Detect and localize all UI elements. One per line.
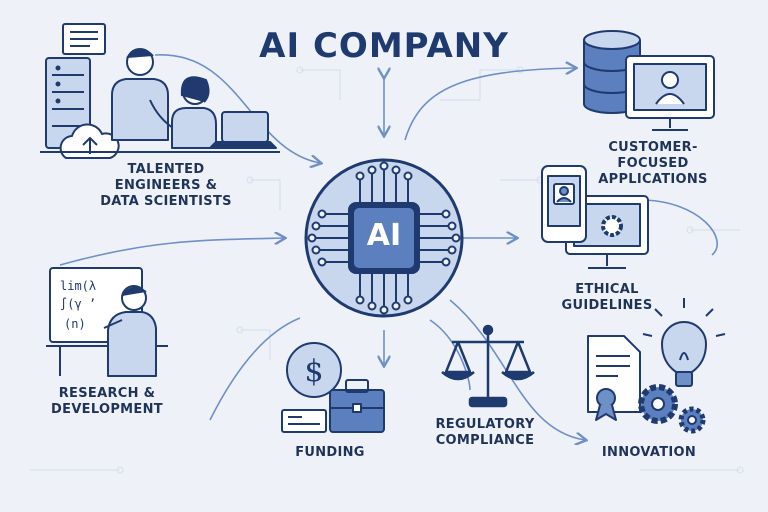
label-ethical-line-2: GUIDELINES xyxy=(561,298,653,313)
cash-icon xyxy=(281,409,327,433)
label-engineers-line-2: ENGINEERS & xyxy=(114,178,218,193)
person-researcher xyxy=(103,285,157,377)
arrow-engineers xyxy=(154,54,320,163)
innovation-illustration xyxy=(587,298,726,434)
laptop-icon xyxy=(209,111,277,149)
whiteboard-line-2: ∫(γ ʼ xyxy=(60,297,96,311)
monitor-profile-icon xyxy=(625,55,715,131)
line-regulatory xyxy=(429,319,471,391)
engineers-illustration xyxy=(40,23,280,159)
whiteboard-line-1: lim(λ xyxy=(60,279,96,293)
customer-illustration xyxy=(583,30,715,131)
research-illustration xyxy=(46,267,168,377)
label-research: RESEARCH & DEVELOPMENT xyxy=(32,386,182,418)
label-innovation: INNOVATION xyxy=(584,445,714,461)
label-regulatory: REGULATORY COMPLIANCE xyxy=(420,417,550,449)
label-regulatory-line-2: COMPLIANCE xyxy=(435,433,535,448)
arrow-customer xyxy=(404,68,575,141)
label-customer-line-1: CUSTOMER- xyxy=(608,140,698,155)
label-research-line-1: RESEARCH & xyxy=(58,386,156,401)
label-customer-line-3: APPLICATIONS xyxy=(598,172,708,187)
ai-chip-pins xyxy=(307,161,461,315)
label-customer: CUSTOMER- FOCUSED APPLICATIONS xyxy=(588,140,718,188)
coin-icon xyxy=(286,342,342,398)
ai-chip-label: AI xyxy=(366,218,402,253)
scale-icon xyxy=(441,324,535,408)
funding-symbol: $ xyxy=(304,354,323,389)
label-ethical-line-1: ETHICAL xyxy=(575,282,639,297)
label-research-line-2: DEVELOPMENT xyxy=(51,402,163,417)
label-engineers-line-1: TALENTED xyxy=(127,162,205,177)
arrow-innovation xyxy=(449,299,585,440)
whiteboard-line-3: (n) xyxy=(64,317,86,331)
label-engineers: TALENTED ENGINEERS & DATA SCIENTISTS xyxy=(86,162,246,210)
line-ethical-loop xyxy=(639,199,718,256)
lightbulb-icon xyxy=(642,298,726,387)
arrow-research xyxy=(59,238,284,266)
background-circuit xyxy=(30,66,744,474)
label-funding: FUNDING xyxy=(280,445,380,461)
label-ethical: ETHICAL GUIDELINES xyxy=(552,282,662,314)
phone-profile-icon xyxy=(541,165,587,243)
person-engineer-2 xyxy=(171,76,217,149)
document-icon xyxy=(62,23,106,55)
ai-hub xyxy=(304,158,464,318)
certificate-icon xyxy=(587,335,641,421)
ethical-illustration xyxy=(541,165,649,269)
connectors xyxy=(59,54,718,440)
label-regulatory-line-1: REGULATORY xyxy=(435,417,535,432)
page-title: AI COMPANY xyxy=(259,26,509,66)
funding-illustration xyxy=(281,342,385,433)
person-engineer-1 xyxy=(111,48,181,141)
cloud-upload-icon xyxy=(59,123,120,159)
line-funding xyxy=(209,317,301,421)
gear-icon xyxy=(638,384,706,434)
briefcase-icon xyxy=(329,379,385,433)
label-engineers-line-3: DATA SCIENTISTS xyxy=(100,194,232,209)
label-innovation-line-1: INNOVATION xyxy=(601,445,697,460)
label-funding-line-1: FUNDING xyxy=(295,445,365,460)
label-customer-line-2: FOCUSED xyxy=(617,156,689,171)
